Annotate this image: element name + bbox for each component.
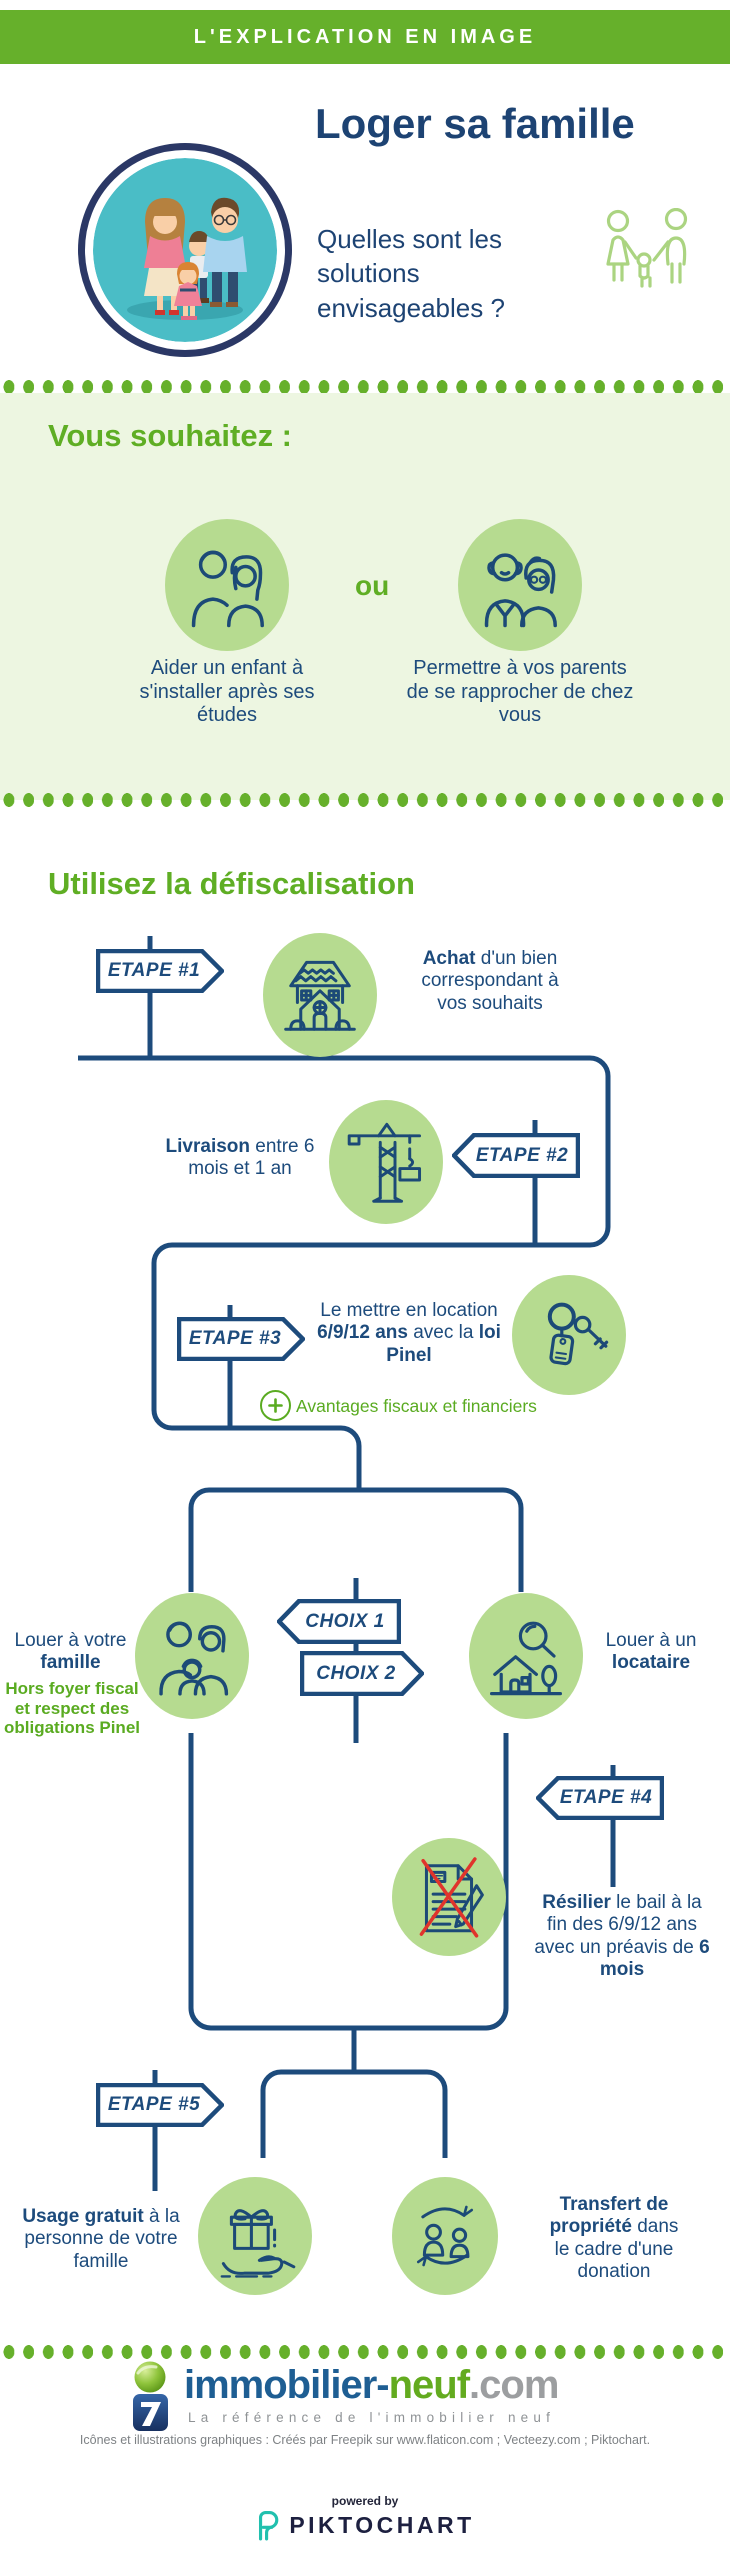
choix-2-sign: CHOIX 2 [300,1651,424,1696]
etape-4-sign: ETAPE #4 [536,1776,664,1820]
etape-2-sign: ETAPE #2 [452,1133,580,1178]
cancelled-lease-icon [419,1857,484,1938]
top-banner: L'EXPLICATION EN IMAGE [0,10,730,64]
step5-left-text: Usage gratuit à la personne de votre fam… [22,2206,180,2272]
etape-5-sign: ETAPE #5 [96,2083,224,2127]
gift-hand-icon [220,2209,296,2278]
plus-icon [260,1390,291,1421]
choice-right-text: Louer à un locataire [605,1630,697,1674]
young-couple-icon [191,550,264,628]
piktochart-icon [259,2510,279,2541]
brand-main: immobilier- [184,2363,390,2407]
brand-wordmark: immobilier-neuf.com [184,2363,559,2408]
brand-accent: neuf [388,2363,470,2407]
choice-left-note: Hors foyer fiscal et respect des obligat… [3,1679,140,1738]
ownership-transfer-icon [416,2205,474,2267]
house-bubble [263,933,377,1057]
dotted-divider-3 [0,2344,730,2360]
lease-bubble [392,1838,506,1956]
defisc-heading: Utilisez la défiscalisation [48,866,415,901]
cartoon-family-illustration [93,158,277,342]
wish-heading: Vous souhaitez : [48,418,293,453]
brand-tagline: La référence de l'immobilier neuf [188,2410,556,2425]
step3-text: Le mettre en location 6/9/12 ans avec la… [317,1300,501,1366]
elderly-couple-icon [484,553,557,628]
house-magnifier-icon [490,1621,562,1696]
transfer-bubble [392,2177,498,2295]
wish-option-right: Permettre à vos parents de se rapprocher… [406,657,634,727]
powered-by-label: powered by [331,2494,399,2508]
family-outline-icon [598,207,702,309]
step5-right-text: Transfert de propriété dans le cadre d'u… [549,2194,679,2283]
piktochart-logo: PIKTOCHART [0,2510,730,2541]
young-couple-bubble [165,519,289,651]
dotted-divider-1 [0,379,730,395]
etape-1-sign: ETAPE #1 [96,949,224,993]
page-title: Loger sa famille [315,100,635,147]
house-icon [284,960,356,1031]
elderly-couple-bubble [458,519,582,651]
step1-text: Achat d'un bien correspondant à vos souh… [421,948,559,1014]
choice-left-text: Louer à votre famille [14,1630,127,1674]
house-search-bubble [469,1593,583,1719]
step2-text: Livraison entre 6 mois et 1 an [165,1136,315,1180]
page-subtitle: Quelles sont les solutions envisageables… [317,224,505,323]
brand-tld: .com [469,2363,559,2407]
family-photo-circle [78,143,292,357]
banner-label: L'EXPLICATION EN IMAGE [193,25,537,48]
piktochart-label: PIKTOCHART [289,2512,475,2538]
gift-bubble [198,2177,312,2295]
wish-section-background [0,393,730,800]
step4-text: Résilier le bail à la fin des 6/9/12 ans… [534,1892,710,1981]
keys-bubble [512,1275,626,1395]
immobilier-neuf-logo-icon [128,2360,174,2437]
crane-icon [347,1122,422,1203]
family-icon [159,1621,229,1696]
etape-3-sign: ETAPE #3 [177,1317,305,1361]
or-label: ou [355,570,390,601]
choix-1-sign: CHOIX 1 [277,1599,401,1644]
wish-option-left: Aider un enfant à s'installer après ses … [139,657,315,727]
step3-benefit: Avantages fiscaux et financiers [296,1396,537,1416]
keys-icon [547,1302,609,1366]
crane-bubble [329,1100,443,1224]
dotted-divider-2 [0,792,730,808]
family-bubble [135,1593,249,1719]
credits-line: Icônes et illustrations graphiques : Cré… [79,2433,651,2447]
